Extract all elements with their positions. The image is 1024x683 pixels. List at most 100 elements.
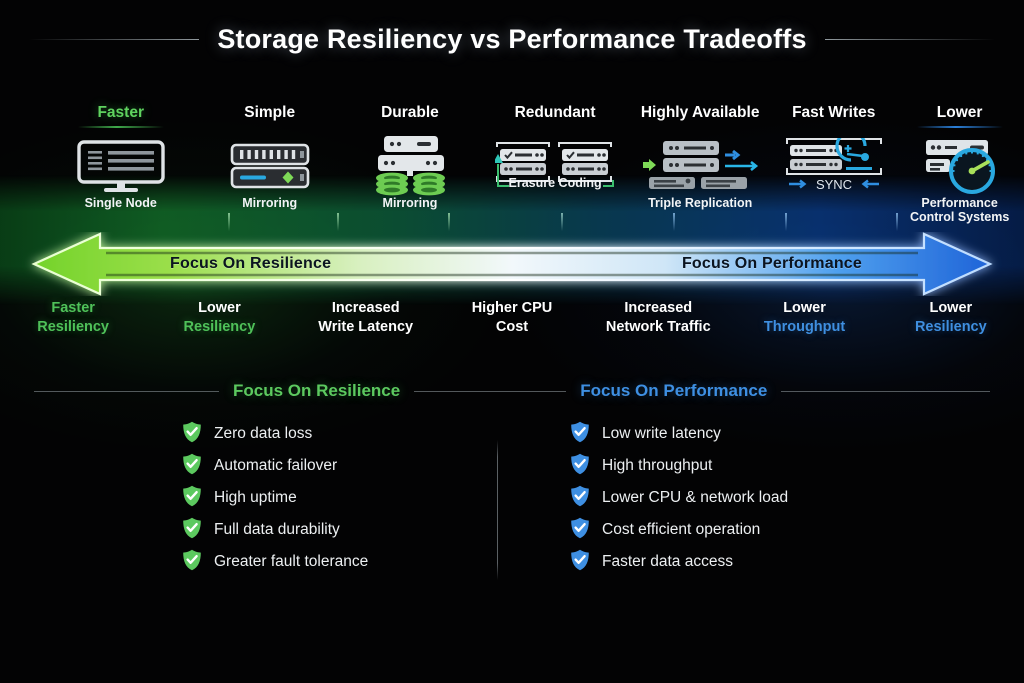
page-title: Storage Resiliency vs Performance Tradeo…	[217, 24, 807, 54]
benefit-list-item: Greater fault tolerance	[182, 546, 512, 578]
outcome-line-1: Lower	[198, 300, 241, 316]
shield-check-icon	[182, 485, 202, 512]
benefit-label: High uptime	[214, 489, 297, 506]
column-caption: Triple Replication	[648, 196, 753, 210]
section-title-performance: Focus On Performance	[580, 381, 768, 400]
column-heading: Durable	[381, 104, 439, 121]
section-rule-1	[34, 390, 219, 392]
column-caption: Single Node	[84, 196, 157, 210]
title-rule-right	[824, 39, 995, 40]
column-heading-underline	[227, 126, 313, 128]
benefit-list-item: High uptime	[182, 482, 512, 514]
shield-check-icon	[570, 485, 590, 512]
axis-tick	[228, 213, 230, 231]
section-title-resilience: Focus On Resilience	[233, 381, 401, 400]
outcome-line-1: Lower	[929, 300, 973, 316]
outcome-line-2: Resiliency	[183, 319, 256, 335]
server-disks-icon	[370, 136, 450, 196]
section-headers: Focus On Resilience Focus On Performance	[0, 381, 1024, 401]
outcome-line-2: Resiliency	[37, 319, 110, 335]
outcome-line-2: Network Traffic	[605, 319, 711, 335]
column-heading: Simple	[244, 104, 296, 121]
outcome-line-2: Resiliency	[914, 319, 987, 335]
axis-tick	[337, 213, 339, 231]
column-caption: Performance Control Systems	[909, 196, 1010, 224]
title-row: Storage Resiliency vs Performance Tradeo…	[0, 24, 1024, 55]
column-heading-underline	[512, 126, 598, 128]
erasure-coding-icon	[495, 140, 615, 192]
benefit-list-item: Automatic failover	[182, 450, 512, 482]
benefit-list-item: Faster data access	[570, 546, 1024, 578]
column-caption: Mirroring	[382, 196, 438, 210]
column-heading-underline	[916, 126, 1003, 128]
arrow-label-resilience: Focus On Resilience	[170, 255, 332, 272]
shield-check-icon	[570, 453, 590, 480]
gauge-icon	[924, 140, 996, 194]
shield-check-icon	[570, 549, 590, 576]
section-rule-3	[781, 390, 990, 392]
outcome-line-1: Increased	[624, 300, 693, 316]
benefit-list-item: Full data durability	[182, 514, 512, 546]
column-heading-underline	[367, 126, 453, 128]
benefit-label: Zero data loss	[214, 425, 313, 442]
tradeoff-column-6: Fast Writes SYNCSYNC	[772, 104, 895, 192]
axis-tick	[448, 213, 450, 231]
outcome-line-2: Write Latency	[318, 319, 414, 335]
benefit-label: Lower CPU & network load	[602, 489, 789, 506]
shield-check-icon	[570, 517, 590, 544]
outcome-line-1: Faster	[51, 300, 95, 316]
tradeoff-arrow: Focus On Resilience Focus On Performance	[0, 232, 1024, 296]
outcome-line-2: Throughput	[763, 319, 846, 335]
benefit-label: High throughput	[602, 457, 713, 474]
section-rule-2	[414, 390, 567, 392]
title-rule-left	[29, 39, 200, 40]
double-arrow-graphic	[31, 232, 993, 296]
sync-icon: SYNC	[783, 138, 885, 192]
tick-marks	[0, 213, 1024, 231]
column-divider	[497, 440, 498, 580]
benefit-list-item: Low write latency	[570, 418, 1024, 450]
column-heading: Fast Writes	[792, 104, 876, 121]
column-heading-underline	[791, 126, 877, 128]
triple-replication-icon	[641, 140, 759, 192]
arrow-label-performance: Focus On Performance	[681, 255, 862, 272]
benefit-list-item: Zero data loss	[182, 418, 512, 450]
column-heading: Faster	[97, 104, 144, 121]
server-stack-icon	[230, 140, 310, 192]
shield-check-icon	[182, 549, 202, 576]
column-caption: Erasure Coding	[508, 176, 602, 190]
outcome-line-1: Higher CPU	[471, 300, 553, 316]
monitor-icon	[77, 139, 165, 192]
shield-check-icon	[570, 421, 590, 448]
column-heading-underline	[657, 126, 743, 128]
tradeoff-column-7: Lower Performance Control Systems	[895, 104, 1024, 224]
axis-tick	[561, 213, 563, 231]
tradeoff-column-1: Faster Single Node	[40, 104, 201, 210]
tradeoff-column-4: Redundant Er	[482, 104, 628, 190]
benefit-label: Full data durability	[214, 521, 340, 538]
benefit-label: Faster data access	[602, 553, 733, 570]
svg-text:SYNC: SYNC	[816, 177, 852, 192]
benefit-list-item: High throughput	[570, 450, 1024, 482]
outcome-line-2: Cost	[495, 319, 529, 335]
tradeoff-column-3: Durable Mirroring	[338, 104, 482, 210]
shield-check-icon	[182, 517, 202, 544]
column-caption: Mirroring	[242, 196, 298, 210]
outcome-item: Higher CPU Cost	[439, 299, 585, 347]
benefit-list-item: Cost efficient operation	[570, 514, 1024, 546]
outcome-line-1: Increased	[331, 300, 400, 316]
column-heading: Redundant	[514, 104, 596, 121]
column-heading-underline	[77, 126, 164, 128]
column-heading: Lower	[936, 104, 983, 121]
